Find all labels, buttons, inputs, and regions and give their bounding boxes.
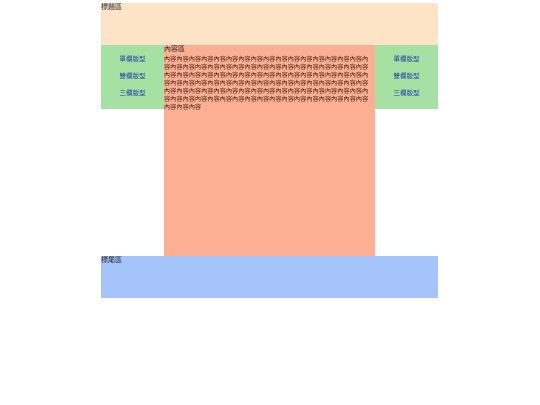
right-nav-single-column-link[interactable]: 單欄版型: [393, 55, 420, 63]
footer-title: 標尾區: [101, 256, 122, 264]
right-sidebar: 單欄版型 雙欄版型 三欄版型: [375, 45, 438, 109]
left-nav-three-column-link[interactable]: 三欄版型: [119, 89, 146, 97]
header-area: 標題區: [101, 3, 438, 45]
content-title: 內容區: [164, 45, 185, 53]
content-area: 內容區 內容內容內容內容內容內容內容內容內容內容內容內容內容內容內容內容內容內容…: [164, 45, 375, 256]
header-title: 標題區: [101, 3, 122, 11]
footer-area: 標尾區: [101, 256, 438, 298]
left-nav-single-column-link[interactable]: 單欄版型: [119, 55, 146, 63]
left-sidebar: 單欄版型 雙欄版型 三欄版型: [101, 45, 164, 109]
right-nav-three-column-link[interactable]: 三欄版型: [393, 89, 420, 97]
right-nav-two-column-link[interactable]: 雙欄版型: [393, 72, 420, 80]
left-nav-two-column-link[interactable]: 雙欄版型: [119, 72, 146, 80]
content-body-text: 內容內容內容內容內容內容內容內容內容內容內容內容內容內容內容內容內容內容內容內容…: [164, 56, 369, 111]
